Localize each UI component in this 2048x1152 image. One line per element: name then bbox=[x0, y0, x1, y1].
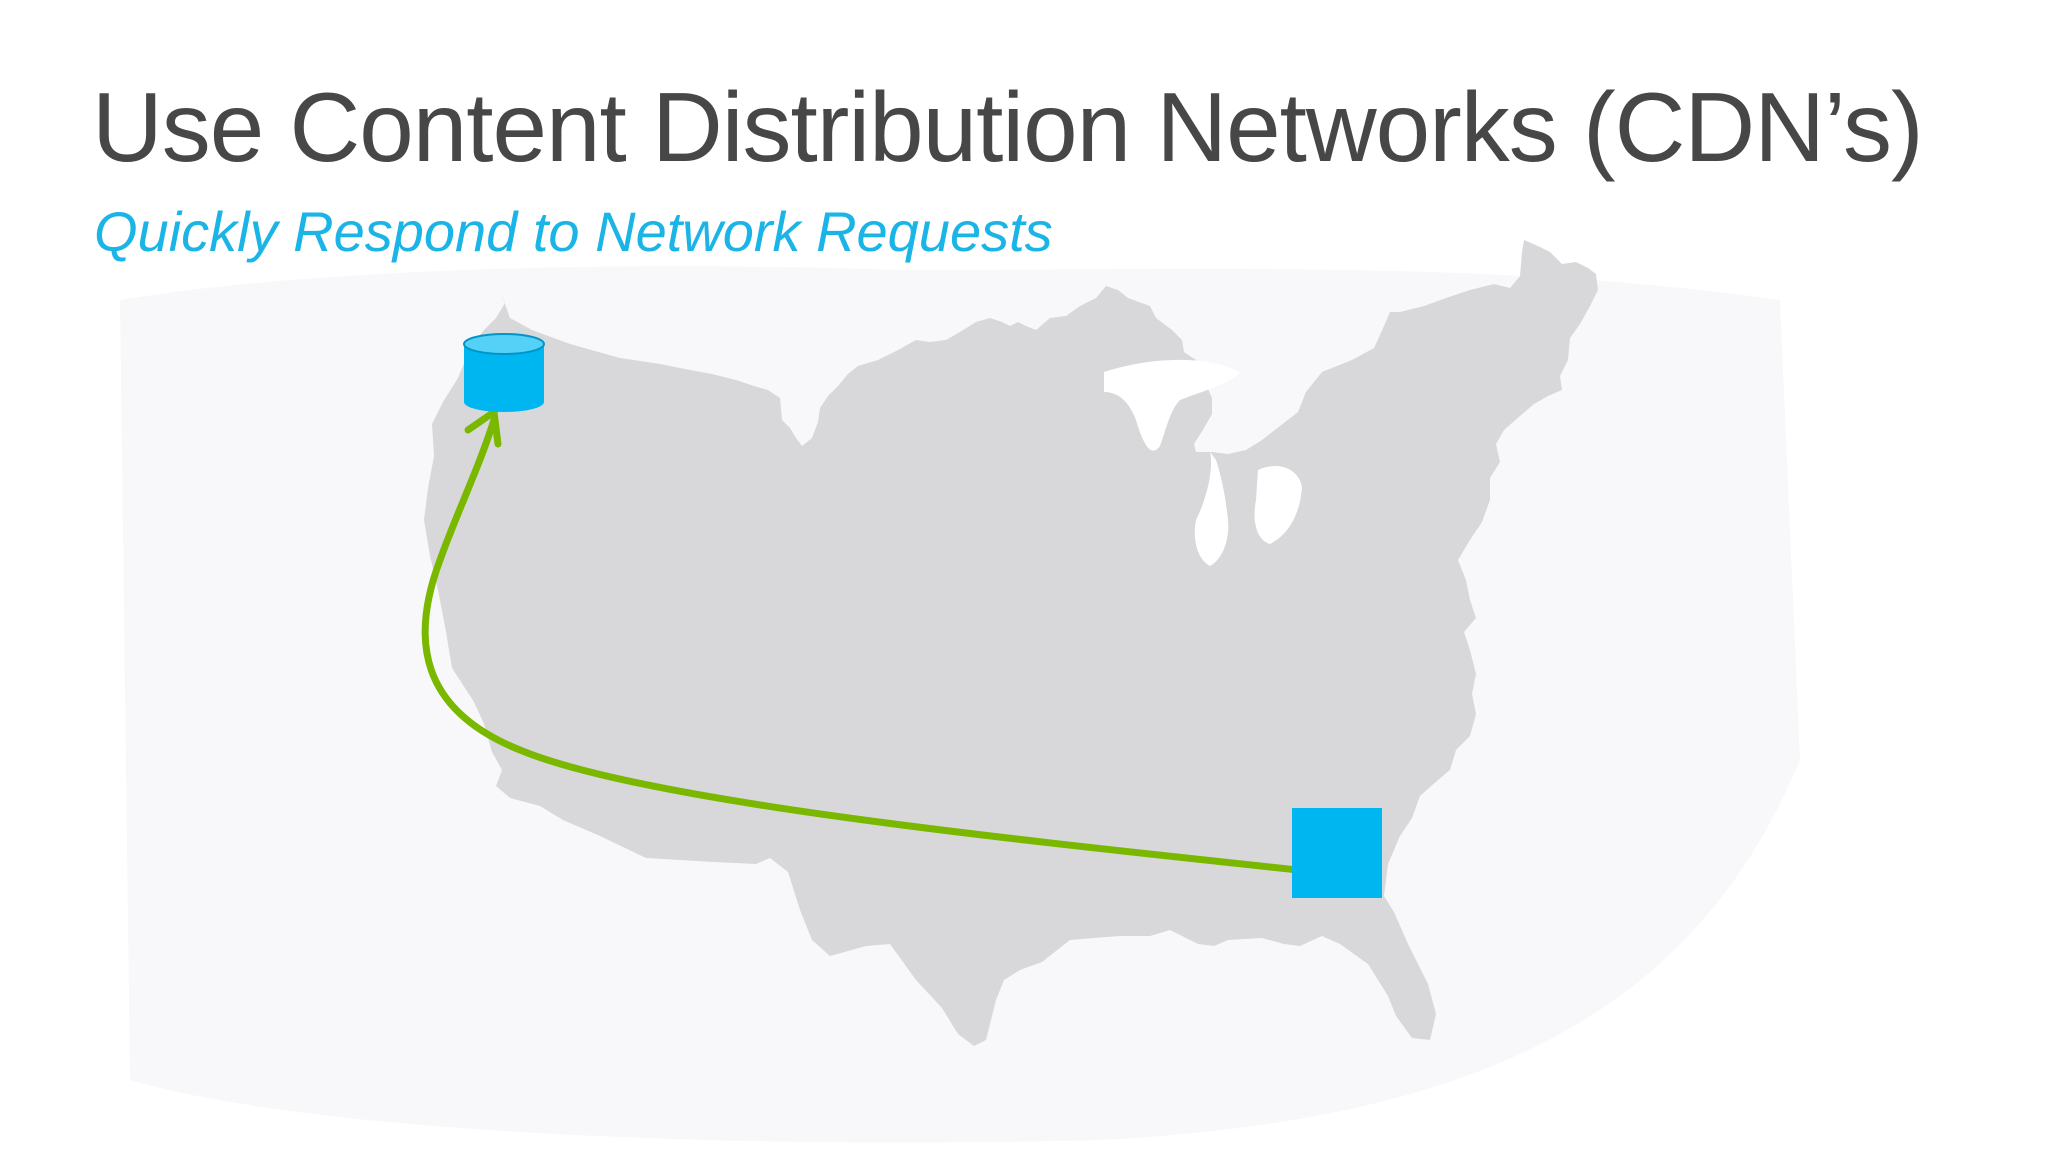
great-lakes bbox=[1104, 359, 1240, 451]
curved-arrow bbox=[421, 416, 1302, 874]
origin-server-square bbox=[1292, 808, 1382, 898]
slide-subtitle: Quickly Respond to Network Requests bbox=[94, 200, 1053, 263]
slide-title: Use Content Distribution Networks (CDN’s… bbox=[92, 72, 1924, 182]
lake-erie bbox=[1254, 466, 1302, 544]
lake-michigan bbox=[1194, 452, 1229, 566]
cdn-database-icon bbox=[463, 333, 545, 412]
arrow-head bbox=[464, 408, 502, 448]
